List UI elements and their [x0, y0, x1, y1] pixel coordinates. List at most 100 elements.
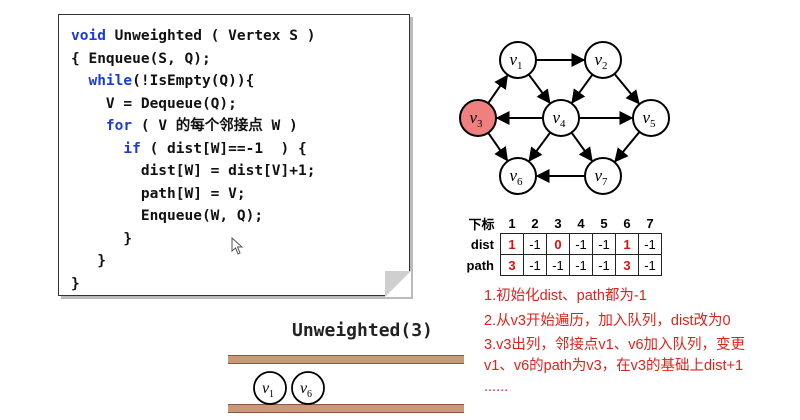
queue-item-circle [253, 371, 287, 405]
code-text: { Enqueue(S, Q); [71, 50, 211, 67]
table-index-7: 7 [646, 215, 654, 231]
code-text [71, 118, 106, 134]
node-circle [459, 99, 497, 137]
edge-v1-v4 [527, 73, 551, 104]
edge-v3-v1 [487, 74, 509, 104]
page-curl [385, 271, 411, 297]
mouse-cursor-icon [231, 237, 244, 255]
code-text: } [71, 253, 106, 269]
table-index-3: 3 [554, 215, 562, 231]
note-step-3-line-1: 3.v3出列，邻接点v1、v6加入队列，变更 [484, 337, 746, 353]
node-circle [499, 41, 537, 79]
code-text [71, 73, 88, 89]
table-index-5: 5 [600, 215, 608, 231]
note-step-2: 2.从v3开始遍历，加入队列，dist改为0 [484, 313, 731, 329]
node-v1: v1 [499, 41, 537, 79]
table-cell: 3 [500, 254, 524, 276]
note-step-1: 1.初始化dist、path都为-1 [484, 288, 647, 304]
node-circle [584, 157, 622, 195]
code-text: V = Dequeue(Q); [71, 95, 237, 112]
node-circle [632, 99, 670, 137]
edge-v2-v4 [571, 73, 594, 104]
table-index-6: 6 [623, 215, 631, 231]
table-cell: -1 [592, 254, 616, 276]
code-text: Enqueue(W, Q); [71, 208, 264, 224]
note-step-3-line-2: v1、v6的path为v3，在v3的基础上dist+1 [484, 358, 744, 374]
code-keyword: while [88, 73, 133, 89]
queue-item-v1: v1 [253, 371, 287, 405]
step-notes: 1.初始化dist、path都为-1 2.从v3开始遍历，加入队列，dist改为… [484, 285, 794, 400]
code-line: path[W] = V; [71, 186, 246, 202]
code-line: for ( V 的每个邻接点 W ) [71, 118, 298, 134]
code-text: } [71, 230, 133, 247]
node-v6: v6 [499, 157, 537, 195]
code-line: } [71, 276, 80, 292]
code-line: } [71, 253, 106, 269]
node-v3: v3 [459, 99, 497, 137]
queue-bottom-bar [228, 404, 464, 413]
node-v5: v5 [632, 99, 670, 137]
table-cell: 1 [500, 233, 524, 255]
table-cell: -1 [523, 254, 547, 276]
queue-title: Unweighted(3) [292, 320, 433, 341]
code-line: } [71, 231, 132, 247]
row-label: dist [470, 236, 494, 252]
table-cell: -1 [546, 254, 570, 276]
table-cell: 3 [615, 254, 639, 276]
code-text [71, 141, 123, 157]
code-keyword: void [71, 28, 106, 44]
code-text: ( dist[W]==-1 ) { [140, 140, 307, 157]
table-cell: -1 [592, 233, 616, 255]
queue-item-v6: v6 [291, 371, 325, 405]
table-cell: -1 [569, 233, 593, 255]
table-cell: -1 [523, 233, 547, 255]
code-line: V = Dequeue(Q); [71, 96, 237, 112]
code-line: if ( dist[W]==-1 ) { [71, 140, 307, 157]
code-line: while(!IsEmpty(Q)){ [71, 73, 254, 89]
code-text: ( V 的每个邻接点 W ) [132, 118, 298, 134]
table-cell: -1 [638, 254, 662, 276]
edge-v4-v7 [570, 131, 593, 162]
table-index-1: 1 [508, 215, 516, 231]
queue-item-circle [291, 371, 325, 405]
table-cell: -1 [569, 254, 593, 276]
graph-edges [487, 53, 641, 183]
pseudocode: void Unweighted ( Vertex S ) { Enqueue(S… [71, 25, 315, 295]
note-step-3: 3.v3出列，邻接点v1、v6加入队列，变更 v1、v6的path为v3，在v3… [484, 335, 794, 398]
table-cell: -1 [638, 233, 662, 255]
table-index-2: 2 [531, 215, 539, 231]
code-line: Enqueue(W, Q); [71, 208, 263, 224]
node-circle [542, 99, 580, 137]
node-circle [499, 157, 537, 195]
code-text: Unweighted ( Vertex S ) [105, 28, 316, 44]
code-text: (!IsEmpty(Q)){ [132, 73, 255, 89]
edge-v4-v6 [528, 131, 552, 162]
node-circle [584, 41, 622, 79]
table-cell: 0 [546, 233, 570, 255]
graph-diagram: v1 v2 v3 v4 v5 v6 v7 [459, 41, 670, 195]
node-v2: v2 [584, 41, 622, 79]
table-index-4: 4 [577, 215, 585, 231]
code-line: dist[W] = dist[V]+1; [71, 163, 316, 179]
note-step-3-line-3: ...... [484, 379, 509, 395]
code-line: { Enqueue(S, Q); [71, 51, 211, 67]
code-text: dist[W] = dist[V]+1; [71, 163, 316, 179]
code-text: path[W] = V; [71, 185, 246, 202]
code-text: } [71, 275, 80, 292]
code-keyword: for [105, 118, 133, 134]
queue-top-bar [228, 355, 464, 364]
code-line: void Unweighted ( Vertex S ) [71, 28, 315, 44]
graph-nodes: v1 v2 v3 v4 v5 v6 v7 [459, 41, 670, 195]
table-cell: 1 [615, 233, 639, 255]
node-v7: v7 [584, 157, 622, 195]
row-label: path [466, 257, 494, 273]
edge-v5-v7 [614, 131, 641, 163]
code-card: void Unweighted ( Vertex S ) { Enqueue(S… [58, 14, 411, 297]
table-header-label: 下标 [468, 216, 495, 232]
node-v4: v4 [542, 99, 580, 137]
edge-v2-v5 [613, 73, 640, 105]
code-keyword: if [123, 140, 141, 157]
